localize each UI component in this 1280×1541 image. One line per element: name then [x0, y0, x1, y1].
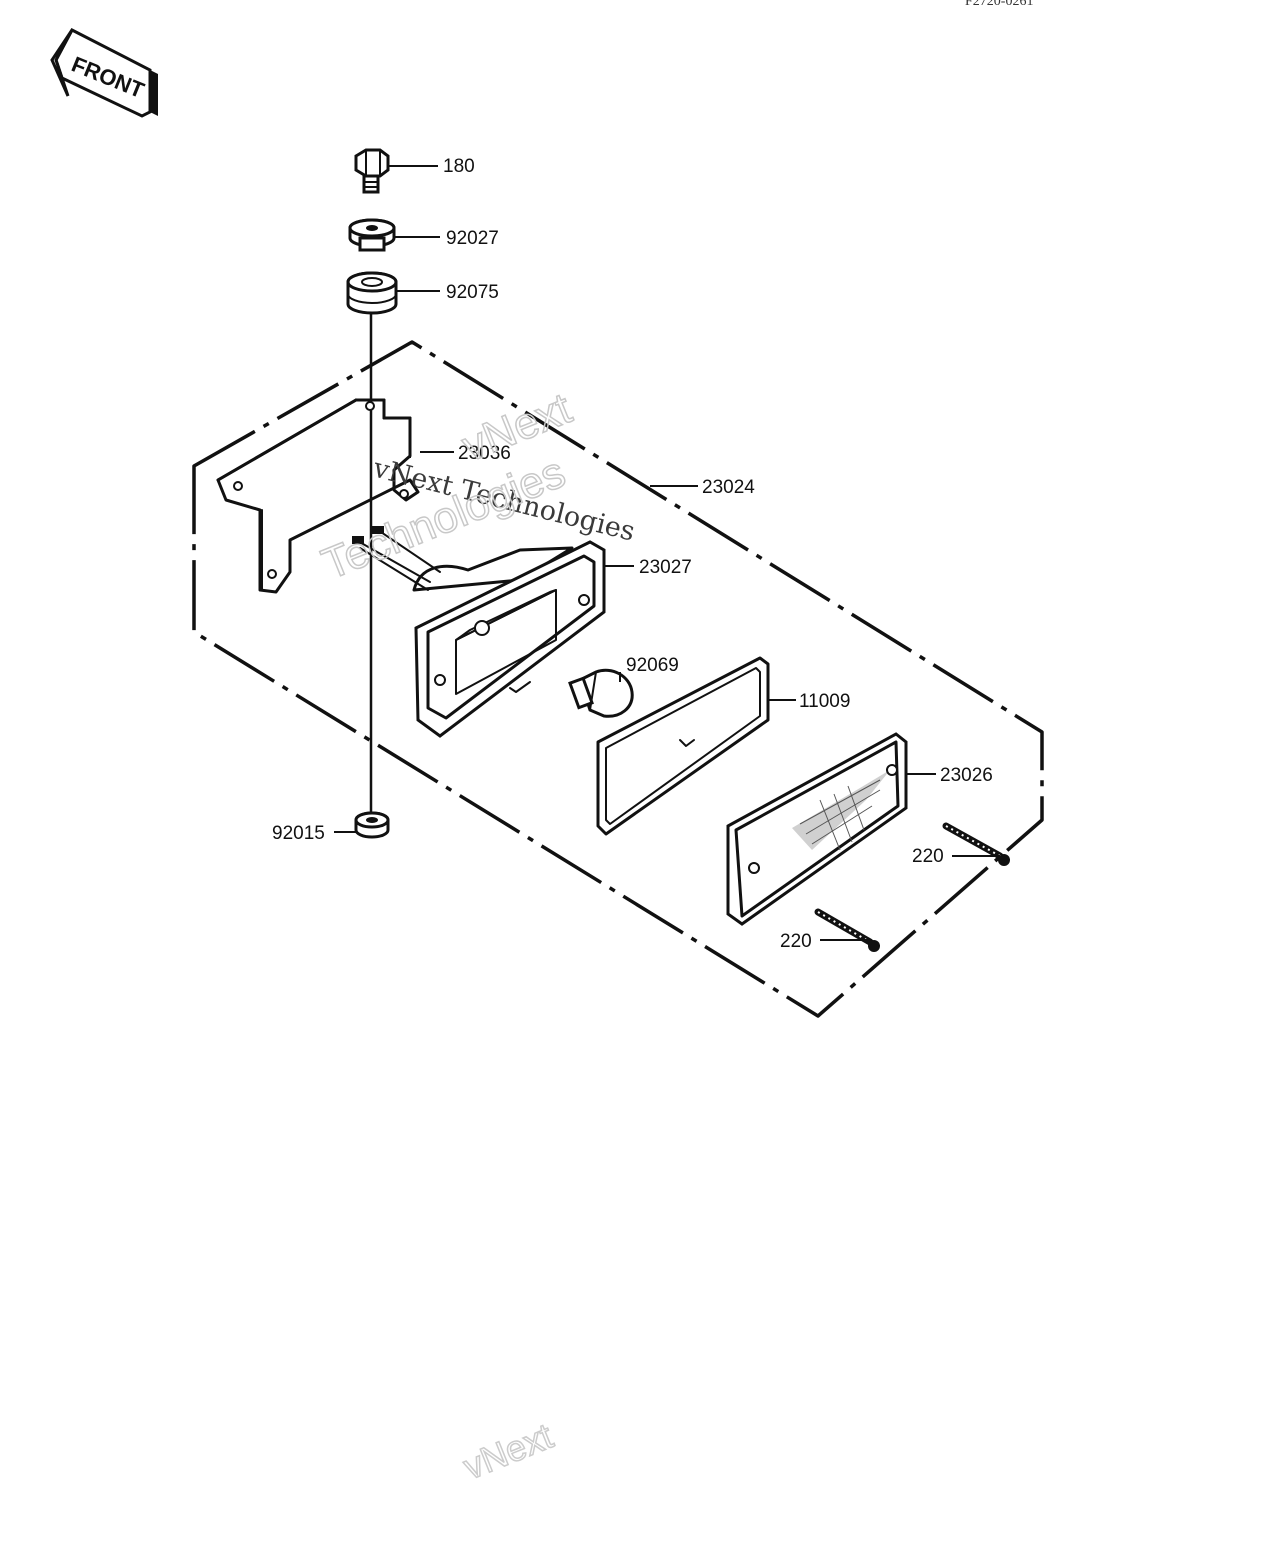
leader-lines [334, 165, 1000, 941]
bracket-23036-icon [216, 398, 420, 594]
screw-220-upper-icon [942, 822, 1010, 866]
lens-23026-icon [726, 732, 908, 926]
screw-220-lower-icon [814, 908, 880, 952]
front-arrow-icon: FRONT [50, 27, 158, 118]
figure-code: F2720-0261 [965, 0, 1033, 9]
watermark-vnext-bottom: vNext [458, 1415, 559, 1487]
callout-92015: 92015 [272, 823, 325, 844]
callout-180: 180 [443, 156, 475, 177]
nut-92015-icon [354, 811, 390, 839]
gasket-11009-icon [596, 656, 770, 836]
callout-23027: 23027 [639, 557, 692, 578]
callout-92069: 92069 [626, 655, 679, 676]
callout-23026: 23026 [940, 765, 993, 786]
housing-23027-icon [352, 526, 606, 738]
bulb-92069-icon [568, 668, 634, 718]
callout-220-lower: 220 [780, 931, 812, 952]
callout-92075: 92075 [446, 282, 499, 303]
assembly-boundary [192, 340, 1044, 1018]
collar-92027-icon [348, 218, 396, 252]
grommet-92075-icon [346, 271, 398, 315]
watermark-vnext: vNext [455, 384, 578, 472]
bolt-180-icon [354, 148, 390, 194]
callout-23036: 23036 [458, 443, 511, 464]
callout-11009: 11009 [799, 691, 850, 712]
callout-220-upper: 220 [912, 846, 944, 867]
callout-23024: 23024 [702, 477, 755, 498]
callout-92027: 92027 [446, 228, 499, 249]
